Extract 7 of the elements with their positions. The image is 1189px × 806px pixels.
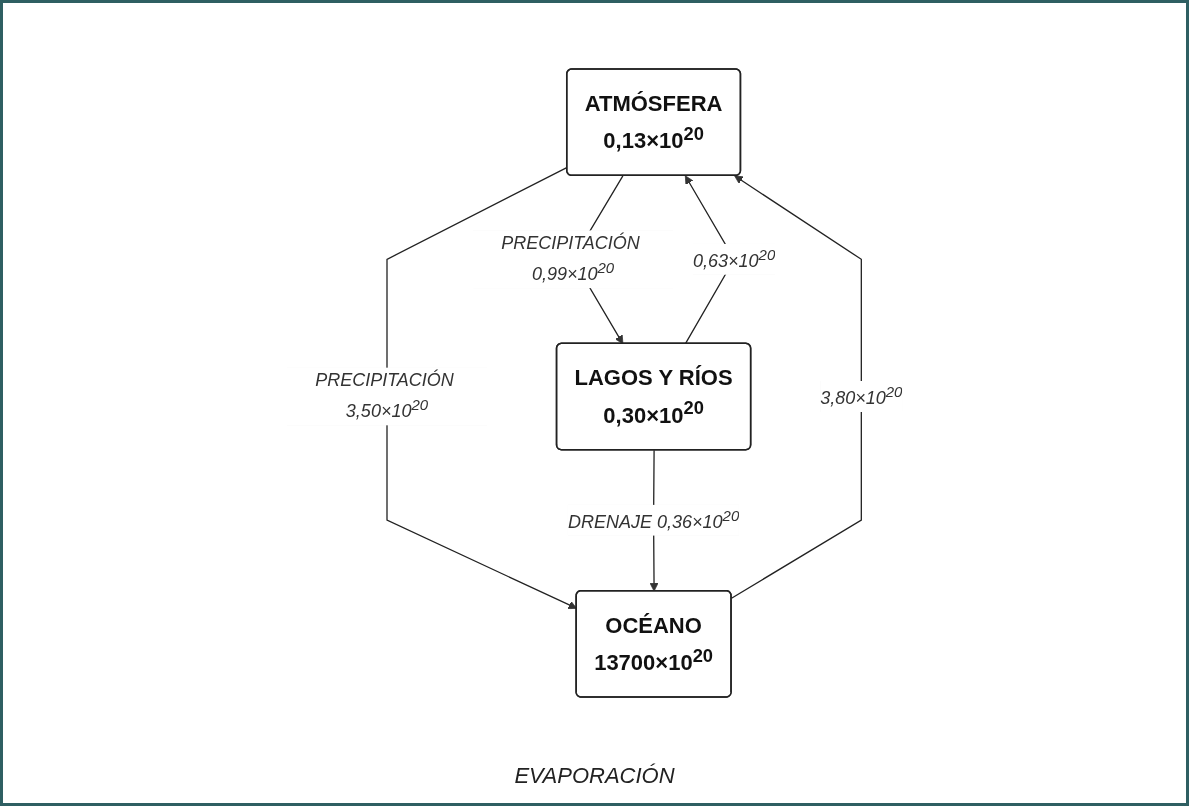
- edge-label: PRECIPITACIÓN 0,99×10$^{20}$: [500, 233, 640, 285]
- edge-label: 0,63×10$^{20}$: [692, 245, 776, 271]
- arrow: [730, 175, 862, 599]
- edge-label: PRECIPITACIÓN 3,50×10$^{20}$: [314, 370, 454, 422]
- note-text: EVAPORACIÓN: [514, 763, 675, 788]
- edge-label: 3,80×10$^{20}$: [819, 383, 903, 408]
- edge-label: DRENAJE 0,36×10$^{20}$: [567, 506, 739, 532]
